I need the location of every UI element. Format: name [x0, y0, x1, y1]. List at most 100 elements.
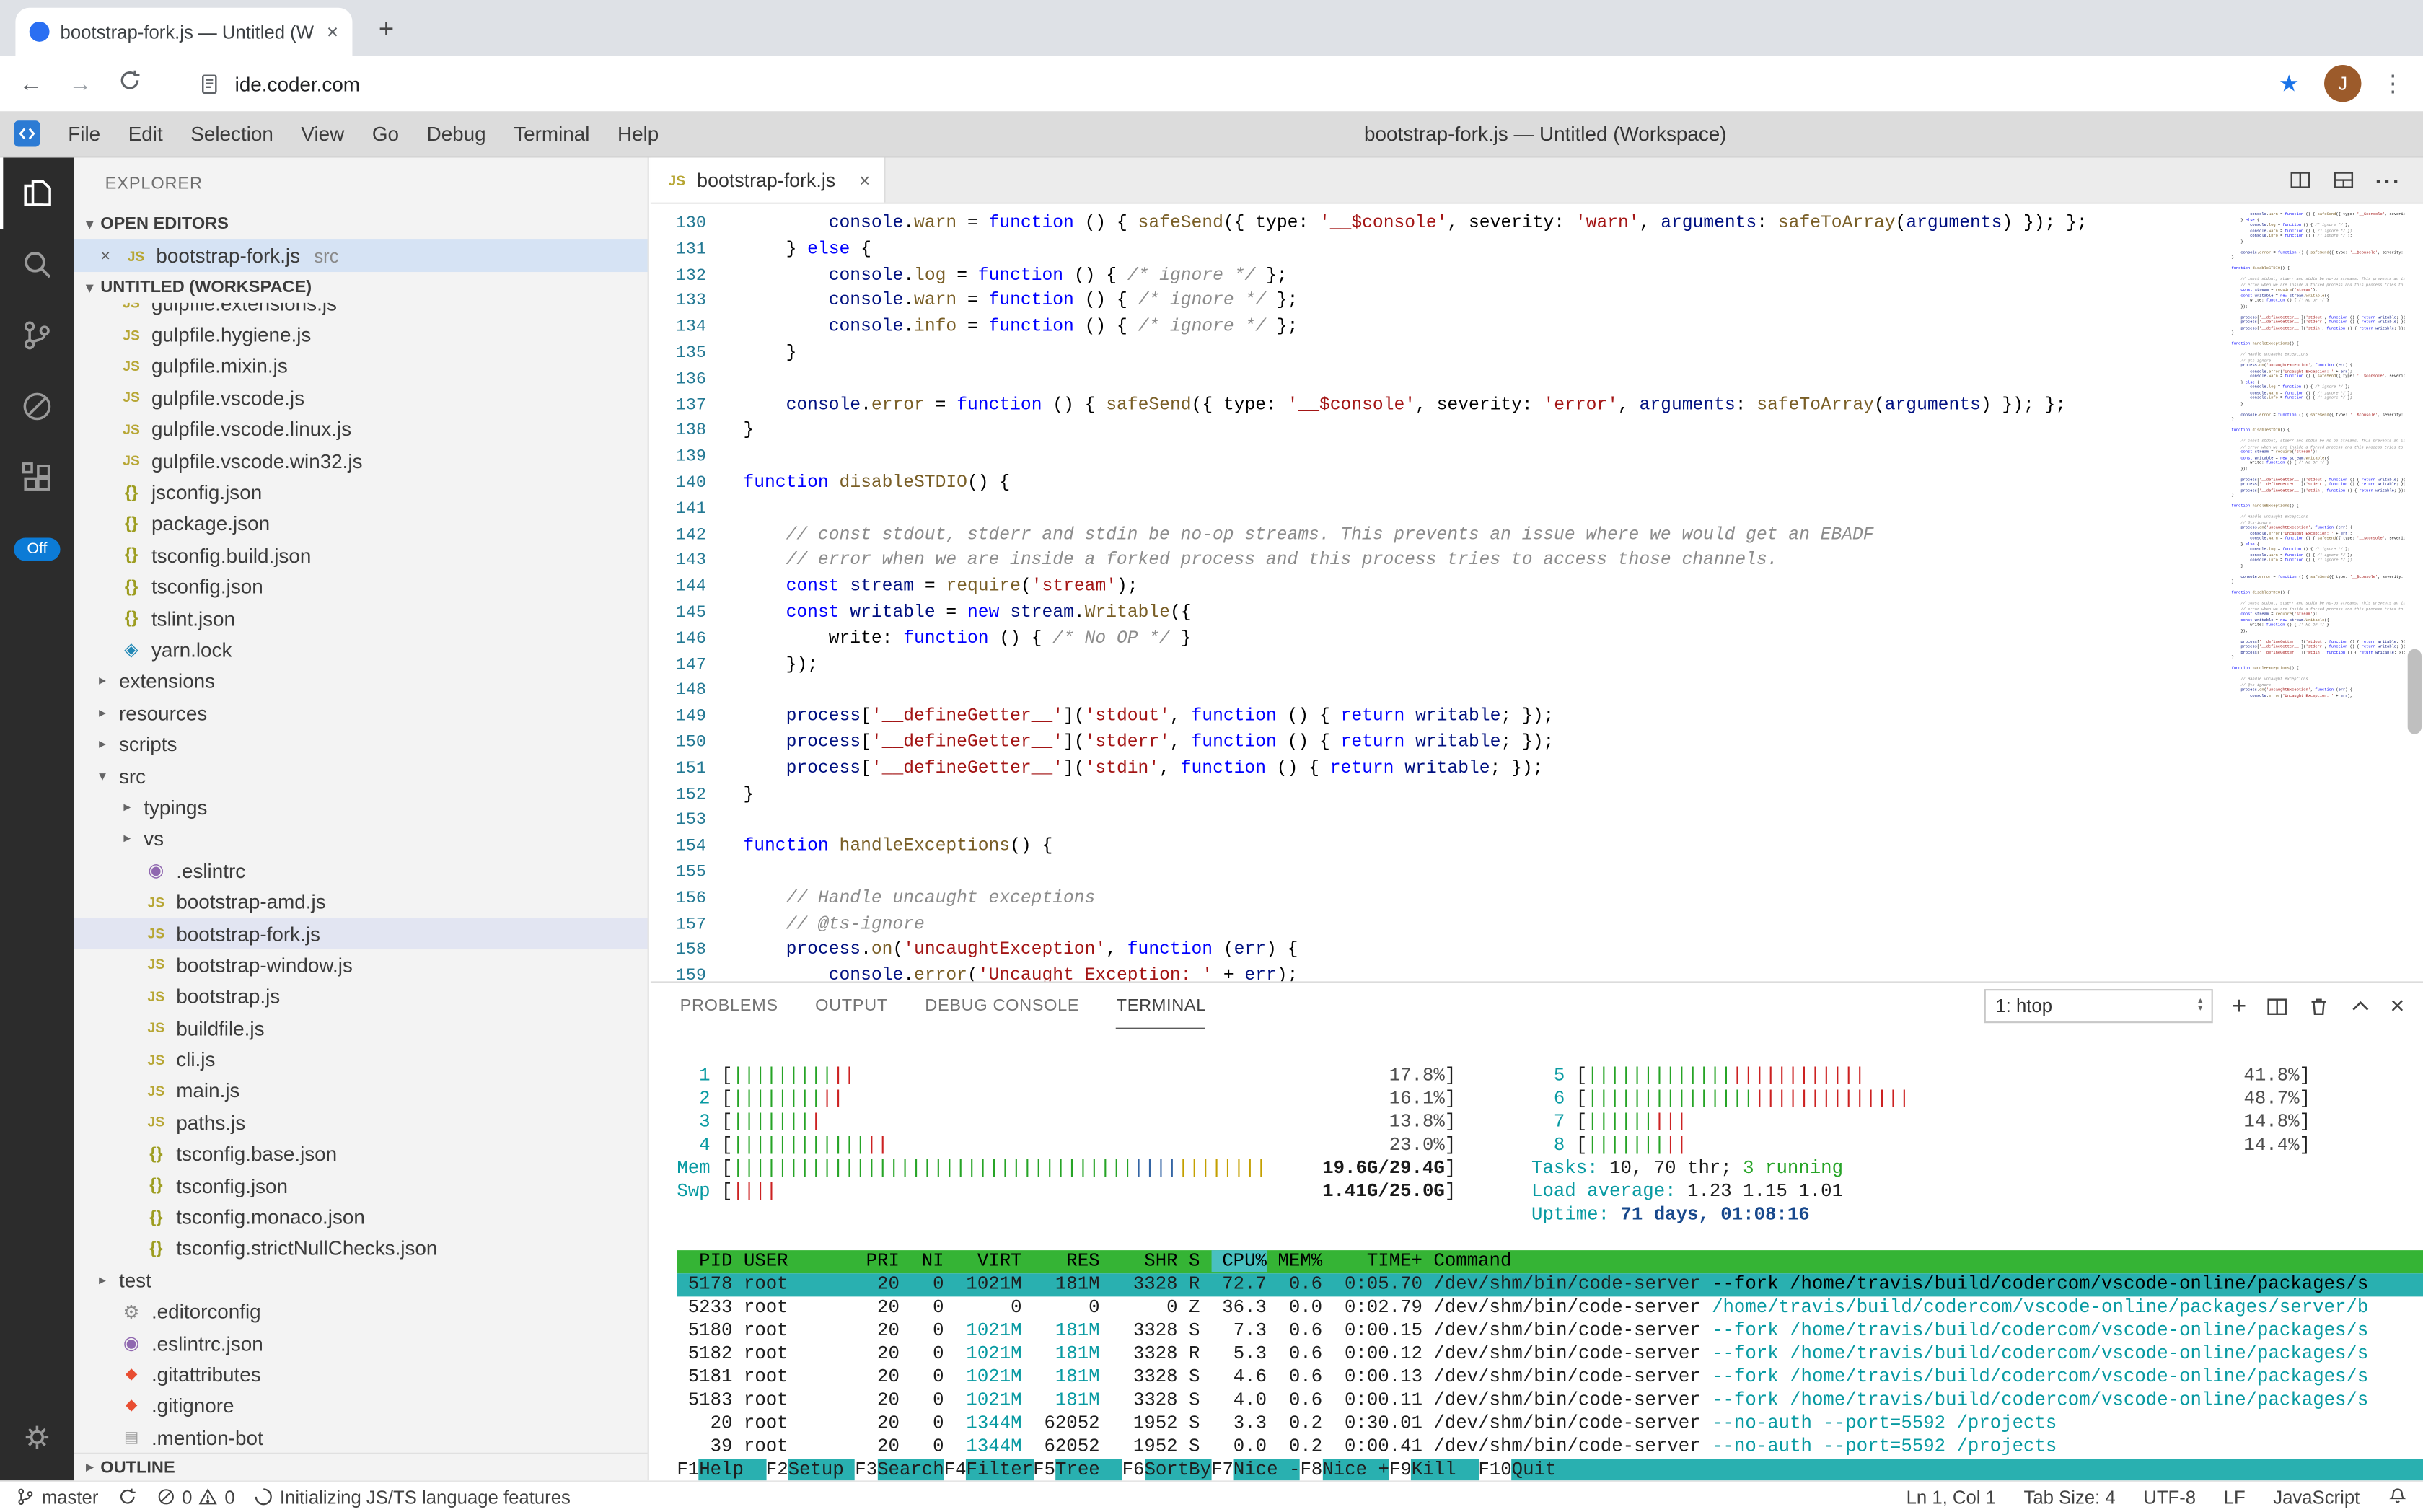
code-line[interactable]: 133 console.warn = function () { /* igno…: [651, 289, 2088, 315]
tree-folder[interactable]: ▸scripts: [74, 729, 648, 760]
language-status-item[interactable]: Initializing JS/TS language features: [253, 1486, 571, 1508]
menu-debug[interactable]: Debug: [426, 122, 486, 146]
new-tab-button[interactable]: +: [378, 14, 395, 43]
fkey-number[interactable]: F4: [944, 1459, 967, 1481]
code-line[interactable]: 130 console.warn = function () { safeSen…: [651, 211, 2088, 237]
fkey-number[interactable]: F6: [1122, 1459, 1145, 1481]
url-text[interactable]: ide.coder.com: [234, 71, 361, 95]
workspace-header[interactable]: ▾ UNTITLED (WORKSPACE): [74, 272, 648, 303]
code-line[interactable]: 137 console.error = function () { safeSe…: [651, 393, 2088, 419]
refresh-button[interactable]: [111, 68, 148, 99]
process-row[interactable]: 5233 root 20 0 0 0 0 Z 36.3 0.0 0:02.79 …: [677, 1296, 2369, 1319]
code-line[interactable]: 158 process.on('uncaughtException', func…: [651, 939, 2088, 964]
encoding[interactable]: UTF-8: [2143, 1485, 2196, 1508]
tree-item[interactable]: ⚙.editorconfig: [74, 1296, 648, 1327]
code-line[interactable]: 153: [651, 809, 2088, 835]
code-line[interactable]: 144 const stream = require('stream');: [651, 575, 2088, 601]
fkey-label[interactable]: Setup: [788, 1459, 856, 1481]
code-line[interactable]: 131 } else {: [651, 237, 2088, 263]
new-terminal-icon[interactable]: +: [2232, 993, 2247, 1019]
tree-item[interactable]: ◆.gitattributes: [74, 1359, 648, 1391]
tree-item[interactable]: ◆.gitignore: [74, 1390, 648, 1422]
tree-folder[interactable]: ▸test: [74, 1265, 648, 1296]
status-badge[interactable]: Off: [14, 537, 61, 561]
kill-terminal-icon[interactable]: [2307, 995, 2330, 1018]
code-line[interactable]: 145 const writable = new stream.Writable…: [651, 601, 2088, 627]
git-branch-item[interactable]: master: [15, 1486, 98, 1508]
menu-edit[interactable]: Edit: [128, 122, 163, 146]
tree-item[interactable]: {}tsconfig.build.json: [74, 540, 648, 571]
process-row[interactable]: 5178 root 20 0 1021M 181M 3328 R 72.7 0.…: [677, 1273, 2423, 1297]
process-row[interactable]: 5183 root 20 0 1021M 181M 3328 S 4.0 0.6…: [677, 1389, 2369, 1411]
terminal[interactable]: 1 [||||||||||| 17.8%] 5 [|||||||||||||||…: [651, 1029, 2423, 1481]
code-line[interactable]: 142 // const stdout, stderr and stdin be…: [651, 523, 2088, 549]
code-line[interactable]: 146 write: function () { /* No OP */ }: [651, 627, 2088, 653]
language-mode[interactable]: JavaScript: [2273, 1485, 2360, 1508]
panel-tab-problems[interactable]: PROBLEMS: [680, 996, 778, 1016]
process-row[interactable]: 5180 root 20 0 1021M 181M 3328 S 7.3 0.6…: [677, 1319, 2369, 1342]
tree-item[interactable]: ◉.eslintrc.json: [74, 1327, 648, 1359]
extensions-icon[interactable]: [0, 442, 74, 514]
code-line[interactable]: 149 process['__defineGetter__']('stdout'…: [651, 705, 2088, 731]
browser-tab[interactable]: bootstrap-fork.js — Untitled (W ×: [15, 7, 353, 56]
code-line[interactable]: 155: [651, 861, 2088, 887]
tree-folder[interactable]: ▸extensions: [74, 666, 648, 698]
process-row[interactable]: 39 root 20 0 1344M 62052 1952 S 0.0 0.2 …: [677, 1436, 2057, 1458]
fkey-number[interactable]: F2: [765, 1459, 788, 1481]
code-line[interactable]: 135 }: [651, 341, 2088, 367]
split-terminal-icon[interactable]: [2265, 995, 2288, 1018]
fkey-number[interactable]: F8: [1300, 1459, 1323, 1481]
tree-item[interactable]: {}tsconfig.json: [74, 571, 648, 603]
explorer-icon[interactable]: [0, 158, 74, 229]
menu-file[interactable]: File: [68, 122, 101, 146]
code-line[interactable]: 141: [651, 497, 2088, 523]
code-line[interactable]: 132 console.log = function () { /* ignor…: [651, 263, 2088, 289]
back-button[interactable]: ←: [19, 70, 43, 97]
tree-item[interactable]: {}package.json: [74, 508, 648, 540]
toggle-layout-icon[interactable]: [2332, 169, 2355, 192]
fkey-label[interactable]: Search: [877, 1459, 944, 1481]
profile-avatar[interactable]: J: [2324, 64, 2362, 102]
menu-selection[interactable]: Selection: [190, 122, 273, 146]
process-row[interactable]: 5182 root 20 0 1021M 181M 3328 R 5.3 0.6…: [677, 1342, 2369, 1365]
fkey-label[interactable]: Nice -: [1233, 1459, 1301, 1481]
process-row[interactable]: 5181 root 20 0 1021M 181M 3328 S 4.6 0.6…: [677, 1366, 2369, 1388]
search-icon[interactable]: [0, 229, 74, 300]
source-control-icon[interactable]: [0, 300, 74, 372]
bookmark-star-icon[interactable]: ★: [2278, 71, 2300, 97]
tree-item[interactable]: {}tsconfig.strictNullChecks.json: [74, 1233, 648, 1265]
maximize-panel-icon[interactable]: [2349, 995, 2372, 1018]
outline-header[interactable]: ▸ OUTLINE: [74, 1452, 648, 1481]
sync-item[interactable]: [117, 1487, 137, 1507]
fkey-label[interactable]: Quit: [1511, 1459, 1579, 1481]
code-line[interactable]: 138}: [651, 419, 2088, 445]
tree-item[interactable]: ▤.mention-bot: [74, 1422, 648, 1453]
tree-folder[interactable]: ▸resources: [74, 697, 648, 729]
close-panel-icon[interactable]: ×: [2390, 993, 2405, 1019]
terminal-select[interactable]: 1: htop ▴▾: [1984, 989, 2214, 1024]
menu-go[interactable]: Go: [371, 122, 400, 146]
fkey-number[interactable]: F10: [1478, 1459, 1512, 1481]
close-icon[interactable]: ×: [100, 246, 111, 265]
tree-item[interactable]: {}tsconfig.base.json: [74, 1138, 648, 1170]
page-info-icon[interactable]: [198, 72, 221, 95]
open-editor-item[interactable]: × JS bootstrap-fork.js src: [74, 239, 648, 273]
editor-tab[interactable]: JS bootstrap-fork.js ×: [650, 157, 886, 203]
notifications-bell-icon[interactable]: [2388, 1487, 2408, 1507]
fkey-label[interactable]: SortBy: [1144, 1459, 1212, 1481]
minimap[interactable]: console.warn = function () { safeSend({ …: [2231, 211, 2405, 698]
menu-terminal[interactable]: Terminal: [514, 122, 590, 146]
fkey-number[interactable]: F9: [1389, 1459, 1412, 1481]
